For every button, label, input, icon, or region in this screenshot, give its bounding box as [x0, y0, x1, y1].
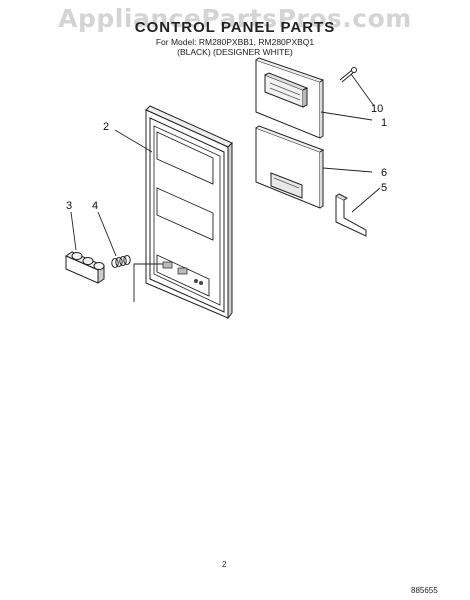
callout-3: 3 — [66, 200, 72, 212]
callout-4: 4 — [92, 200, 98, 212]
panel-part-6 — [255, 125, 325, 209]
color-line: (BLACK) (DESIGNER WHITE) — [177, 47, 293, 57]
callout-2: 2 — [103, 121, 109, 133]
door-frame-part-2 — [145, 105, 233, 320]
knob-part-3 — [64, 251, 106, 284]
model-line: For Model: RM280PXBB1, RM280PXBQ1 — [155, 37, 315, 47]
callout-1: 1 — [381, 117, 387, 129]
leader-lines — [70, 73, 381, 302]
control-panel-part-1 — [255, 57, 325, 139]
page-title: CONTROL PANEL PARTS — [134, 19, 336, 36]
page-number: 2 — [222, 560, 227, 569]
screw-part-10 — [339, 67, 357, 83]
callout-5: 5 — [381, 182, 387, 194]
spring-part-4 — [111, 255, 131, 268]
watermark: AppliancePartsPros.com — [58, 4, 412, 33]
callout-10: 10 — [371, 103, 383, 115]
bracket-part-5 — [335, 193, 367, 237]
callout-6: 6 — [381, 167, 387, 179]
document-number: 885655 — [411, 586, 438, 595]
